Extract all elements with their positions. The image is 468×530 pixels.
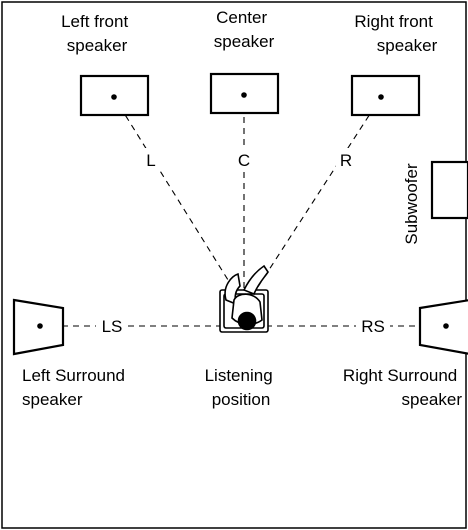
left-front-label: Left front speaker	[61, 12, 133, 55]
line-right-front	[251, 96, 382, 297]
right-surround-speaker	[418, 299, 468, 355]
channel-label-l: L	[146, 151, 155, 170]
center-label: Center speaker	[214, 8, 275, 51]
subwoofer-speaker	[430, 160, 468, 220]
right-front-speaker	[350, 74, 421, 117]
listening-position-figure	[219, 264, 269, 333]
left-surround-speaker	[12, 298, 65, 356]
channel-label-rs: RS	[361, 317, 385, 336]
right-front-label: Right front speaker	[354, 12, 437, 55]
listening-position-label: Listening position	[205, 366, 278, 409]
channel-label-ls: LS	[102, 317, 123, 336]
center-speaker	[209, 72, 280, 115]
subwoofer-label: Subwoofer	[402, 163, 421, 245]
channel-label-c: C	[238, 151, 250, 170]
right-surround-label: Right Surround speaker	[343, 366, 462, 409]
channel-label-r: R	[340, 151, 352, 170]
left-front-speaker	[79, 74, 150, 117]
line-left-front	[113, 96, 239, 297]
left-surround-label: Left Surround speaker	[22, 366, 130, 409]
